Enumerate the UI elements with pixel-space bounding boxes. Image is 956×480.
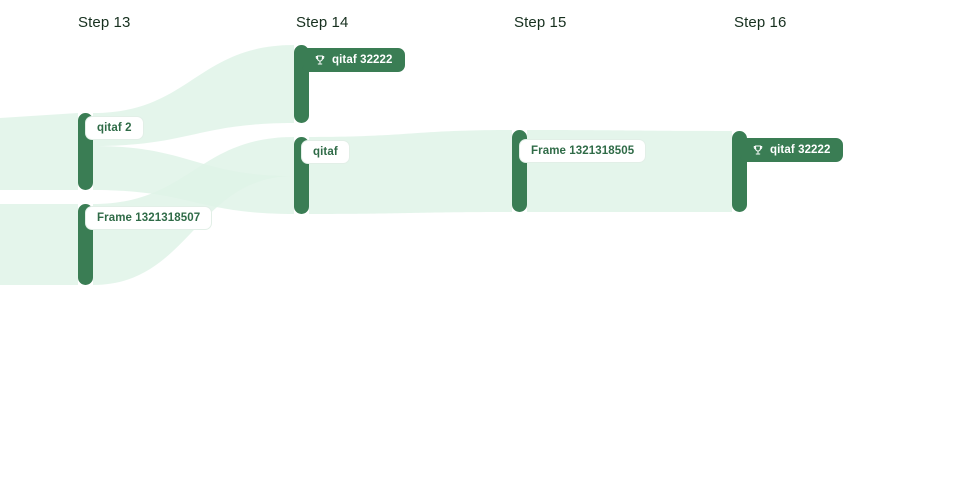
node-label-text: qitaf: [313, 146, 338, 158]
node-label-text: Frame 1321318505: [531, 145, 635, 157]
node-label-qitaf-32222-step14[interactable]: qitaf 32222: [302, 48, 405, 72]
trophy-icon: [752, 144, 764, 156]
node-label-qitaf-32222-step16[interactable]: qitaf 32222: [740, 138, 843, 162]
node-label-text: qitaf 32222: [332, 54, 393, 66]
node-label-text: qitaf 2: [97, 122, 132, 134]
ribbon-incoming-bottom: [0, 204, 78, 285]
node-label-text: Frame 1321318507: [97, 212, 201, 224]
trophy-icon: [314, 54, 326, 66]
node-label-frame-1321318507[interactable]: Frame 1321318507: [85, 206, 213, 230]
node-label-qitaf-2[interactable]: qitaf 2: [85, 116, 144, 140]
step-header-14: Step 14: [296, 14, 349, 31]
node-label-qitaf-step14[interactable]: qitaf: [301, 140, 350, 164]
ribbon-14b-to-15a: [309, 130, 512, 214]
node-label-frame-1321318505[interactable]: Frame 1321318505: [519, 139, 647, 163]
ribbon-incoming-top: [0, 113, 78, 190]
step-header-13: Step 13: [78, 14, 131, 31]
step-header-15: Step 15: [514, 14, 567, 31]
step-header-16: Step 16: [734, 14, 787, 31]
node-label-text: qitaf 32222: [770, 144, 831, 156]
